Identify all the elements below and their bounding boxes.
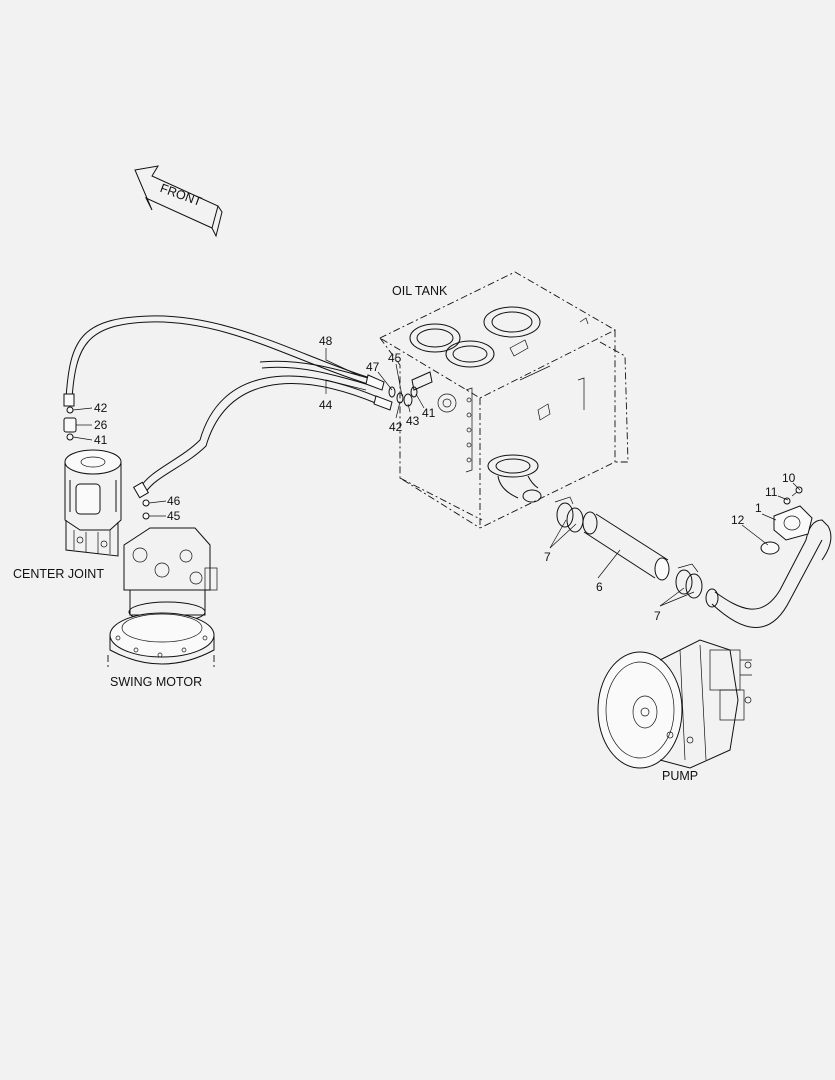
center-joint [64, 449, 122, 557]
callout-45-motor: 45 [167, 509, 181, 523]
callout-11: 11 [765, 485, 778, 499]
swing-motor-fittings [142, 499, 150, 520]
front-arrow: FRONT [134, 165, 223, 238]
oil-tank-label: OIL TANK [392, 284, 448, 298]
callout-44: 44 [319, 398, 333, 412]
callout-6: 6 [596, 580, 603, 594]
callout-42-joint: 42 [94, 401, 108, 415]
pump-label: PUMP [662, 769, 698, 783]
callout-45-top: 45 [388, 351, 402, 365]
callout-1: 1 [755, 501, 762, 515]
center-joint-fittings [63, 406, 77, 441]
suction-hose-assembly [554, 496, 719, 608]
callout-46: 46 [167, 494, 181, 508]
leader-lines [72, 348, 801, 607]
callout-41-tank: 41 [422, 406, 436, 420]
callout-7-lower: 7 [654, 609, 661, 623]
callout-7-upper: 7 [544, 550, 551, 564]
suction-pipe [711, 486, 832, 628]
callout-48: 48 [319, 334, 333, 348]
callout-41-joint: 41 [94, 433, 108, 447]
swing-motor [107, 527, 218, 668]
tank-fittings [388, 386, 418, 407]
pump [597, 639, 752, 769]
front-label: FRONT [158, 181, 204, 209]
center-joint-label: CENTER JOINT [13, 567, 104, 581]
callout-12: 12 [731, 513, 745, 527]
callout-26: 26 [94, 418, 108, 432]
callout-42-tank: 42 [389, 420, 403, 434]
swing-motor-label: SWING MOTOR [110, 675, 202, 689]
callout-47: 47 [366, 360, 380, 374]
callout-10: 10 [782, 471, 796, 485]
oil-tank [379, 271, 629, 529]
callout-43: 43 [406, 414, 420, 428]
